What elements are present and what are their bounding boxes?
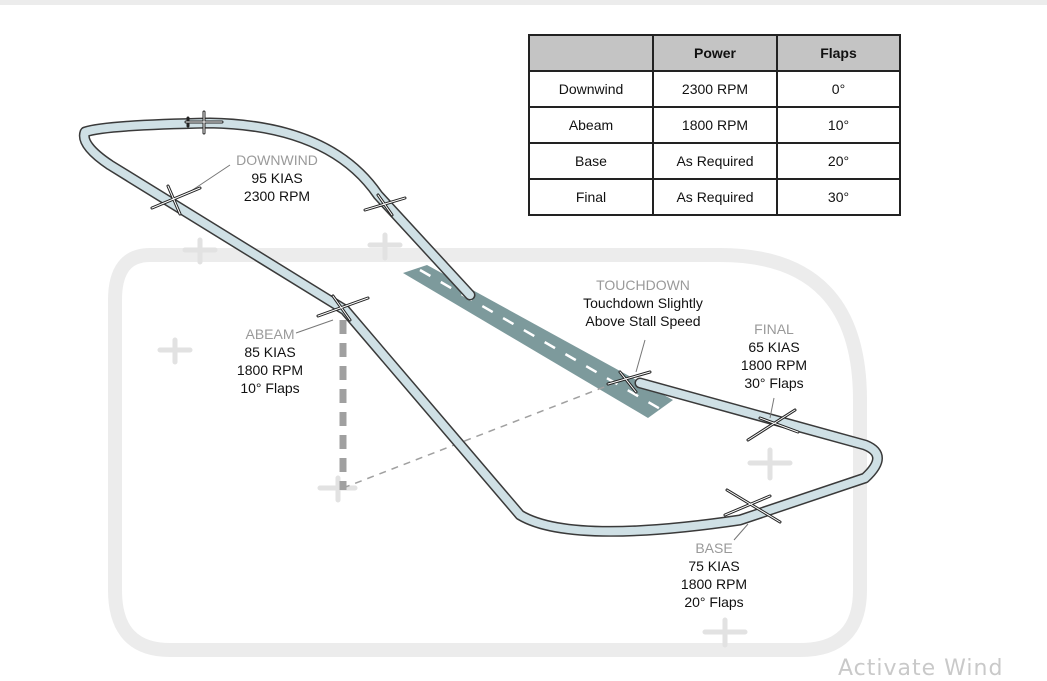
abeam-flaps: 10° Flaps: [240, 380, 300, 396]
table-row: Downwind 2300 RPM 0°: [528, 70, 901, 108]
cell-power: As Required: [652, 178, 778, 216]
downwind-speed: 95 KIAS: [251, 170, 303, 186]
touchdown-line-1: Touchdown Slightly: [583, 295, 703, 311]
cell-leg: Base: [528, 142, 654, 180]
pattern-settings-table: Power Flaps Downwind 2300 RPM 0° Abeam 1…: [528, 34, 901, 216]
table-row: Abeam 1800 RPM 10°: [528, 106, 901, 144]
table-header-row: Power Flaps: [528, 34, 901, 72]
cell-power: 1800 RPM: [652, 106, 778, 144]
touchdown-label: TOUCHDOWN Touchdown Slightly Above Stall…: [573, 276, 713, 330]
base-rpm: 1800 RPM: [680, 576, 748, 592]
flight-path: [80, 119, 882, 536]
cell-power: As Required: [652, 142, 778, 180]
final-label: FINAL 65 KIAS 1800 RPM 30° Flaps: [726, 320, 822, 392]
cell-flaps: 20°: [776, 142, 901, 180]
final-rpm: 1800 RPM: [740, 357, 808, 373]
cell-leg: Final: [528, 178, 654, 216]
cell-leg: Abeam: [528, 106, 654, 144]
abeam-ground-line: [342, 383, 613, 489]
abeam-label: ABEAM 85 KIAS 1800 RPM 10° Flaps: [220, 325, 320, 397]
leader-lines: [187, 164, 775, 541]
airplane-icon-turn: [363, 193, 407, 217]
table-row: Base As Required 20°: [528, 142, 901, 180]
final-speed: 65 KIAS: [748, 339, 800, 355]
base-speed: 75 KIAS: [688, 558, 740, 574]
cell-flaps: 0°: [776, 70, 901, 108]
abeam-rpm: 1800 RPM: [236, 362, 304, 378]
header-cell-power: Power: [652, 34, 778, 72]
runway: [403, 265, 673, 418]
touchdown-title: TOUCHDOWN: [596, 277, 690, 293]
top-border: [0, 0, 1047, 5]
activation-watermark: Activate Wind: [838, 656, 1004, 681]
airplane-icon-final: [746, 408, 800, 442]
cell-power: 2300 RPM: [652, 70, 778, 108]
cell-flaps: 30°: [776, 178, 901, 216]
downwind-title: DOWNWIND: [236, 152, 318, 168]
airplane-icon-crosswind: [184, 110, 224, 135]
base-title: BASE: [695, 540, 733, 556]
cell-flaps: 10°: [776, 106, 901, 144]
shadow-aircraft: [157, 232, 793, 648]
airplane-icon-downwind: [150, 184, 202, 216]
downwind-rpm: 2300 RPM: [243, 188, 311, 204]
base-flaps: 20° Flaps: [684, 594, 744, 610]
touchdown-line-2: Above Stall Speed: [585, 313, 701, 329]
base-label: BASE 75 KIAS 1800 RPM 20° Flaps: [666, 539, 762, 611]
final-title: FINAL: [754, 321, 794, 337]
airplane-icon-base: [723, 488, 782, 524]
airplane-icon-touchdown: [606, 370, 652, 394]
abeam-speed: 85 KIAS: [244, 344, 296, 360]
pattern-shadow: [108, 248, 867, 657]
abeam-title: ABEAM: [245, 326, 295, 342]
cell-leg: Downwind: [528, 70, 654, 108]
final-flaps: 30° Flaps: [744, 375, 804, 391]
table-row: Final As Required 30°: [528, 178, 901, 216]
header-cell: [528, 34, 654, 72]
header-cell-flaps: Flaps: [776, 34, 901, 72]
downwind-label: DOWNWIND 95 KIAS 2300 RPM: [222, 151, 332, 205]
airplane-icon-abeam: [316, 294, 370, 322]
